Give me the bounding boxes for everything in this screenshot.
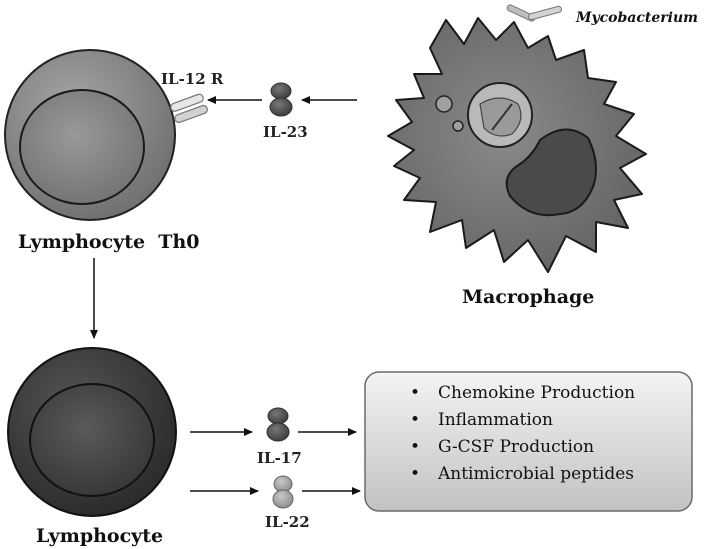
effects-list: • Chemokine Production • Inflammation • … <box>410 383 635 484</box>
lymphocyte-cell <box>7 347 177 517</box>
lymphocyte-label: Lymphocyte <box>36 525 163 547</box>
il12-receptor-label: IL-12 R <box>161 70 224 88</box>
svg-text:•: • <box>410 464 420 484</box>
mycobacterium-icon <box>506 4 563 22</box>
effect-item: Chemokine Production <box>438 383 635 403</box>
il12-receptor-icon <box>170 93 208 124</box>
effect-item: Inflammation <box>438 410 553 430</box>
il17-cytokine-icon <box>266 407 290 442</box>
il22-label: IL-22 <box>265 513 310 531</box>
effect-item: Antimicrobial peptides <box>437 464 634 484</box>
il23-cytokine-icon <box>269 82 293 117</box>
effects-box: • Chemokine Production • Inflammation • … <box>364 371 693 512</box>
th0-label: Lymphocyte Th0 <box>18 231 199 253</box>
svg-text:•: • <box>410 437 420 457</box>
mycobacterium-label: Mycobacterium <box>575 10 698 26</box>
svg-text:•: • <box>410 410 420 430</box>
lymphocyte-nucleus <box>29 383 155 497</box>
th0-lymphocyte-cell <box>4 49 176 221</box>
th0-nucleus <box>19 89 145 205</box>
macrophage-nucleus <box>505 128 597 217</box>
il23-label: IL-23 <box>263 123 308 141</box>
il22-cytokine-icon <box>272 475 294 509</box>
vesicle-large <box>435 95 453 113</box>
il17-label: IL-17 <box>257 449 302 467</box>
svg-text:•: • <box>410 383 420 403</box>
macrophage-cell <box>387 17 647 273</box>
vesicle-small <box>452 120 464 132</box>
effect-item: G-CSF Production <box>438 437 594 457</box>
macrophage-label: Macrophage <box>462 286 594 308</box>
